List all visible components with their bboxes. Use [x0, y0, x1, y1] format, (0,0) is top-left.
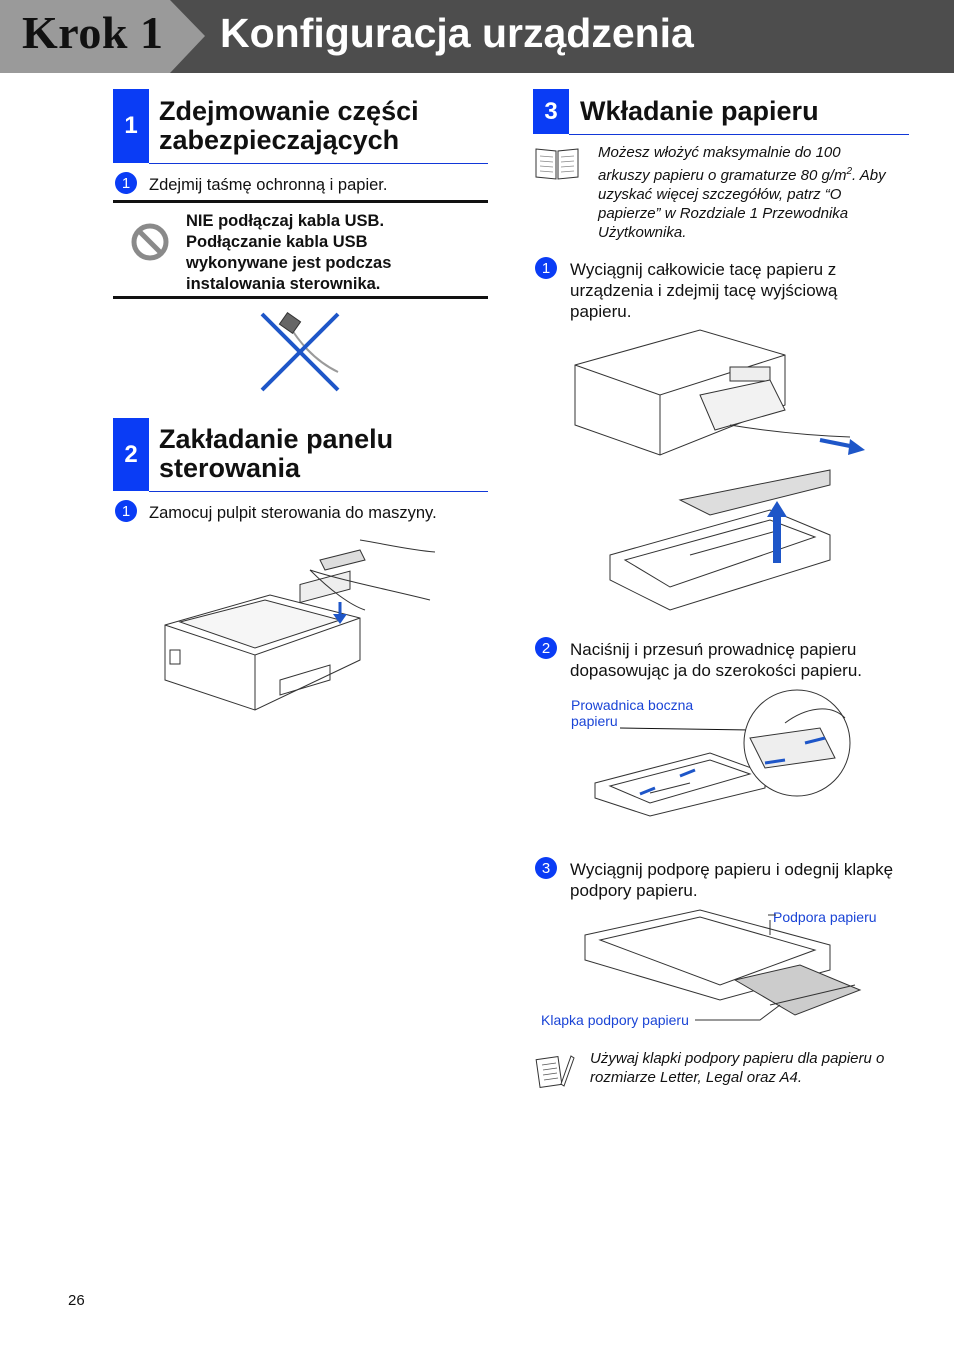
usb-cable-crossed-icon — [260, 311, 340, 392]
note-line-3: papierze” w Rozdziale 1 Przewodnika — [598, 205, 849, 222]
section-2-title-line1: Zakładanie panelu — [159, 424, 394, 454]
step-tab — [0, 0, 205, 73]
section-2-number: 2 — [113, 418, 149, 491]
warning-line-2: Podłączanie kabla USB — [186, 233, 368, 251]
prohibited-icon — [131, 223, 169, 261]
section-1-rule — [149, 163, 488, 164]
capacity-note: Możesz włożyć maksymalnie do 100 arkuszy… — [598, 143, 908, 242]
section-2-title-line2: sterowania — [159, 453, 301, 483]
note-line-4: Użytkownika. — [598, 224, 687, 241]
callout-support-flap: Klapka podpory papieru — [541, 1012, 689, 1028]
section-2-title: Zakładanie panelu sterowania — [159, 425, 393, 483]
page-number: 26 — [68, 1292, 85, 1309]
section-3-step-1-bullet: 1 — [535, 257, 557, 279]
note-line-2: arkuszy papieru o gramaturze 80 g/m2. Ab… — [598, 166, 886, 203]
section-2-step-1-bullet: 1 — [115, 500, 137, 522]
section-1-step-1-text: Zdejmij taśmę ochronną i papier. — [149, 176, 388, 194]
warning-line-3: wykonywane jest podczas — [186, 254, 392, 272]
section-3-step-1-text: Wyciągnij całkowicie tacę papieru z urzą… — [570, 260, 838, 321]
book-icon — [535, 148, 579, 180]
side-guide-illustration — [594, 689, 851, 817]
step-label: Krok 1 — [22, 7, 164, 58]
section-3-rule — [569, 134, 909, 135]
letter-legal-tip: Używaj klapki podpory papieru dla papier… — [590, 1050, 885, 1086]
section-2-rule — [149, 491, 488, 492]
note-line-1: Możesz włożyć maksymalnie do 100 — [598, 144, 841, 161]
warning-bottom-rule — [113, 296, 488, 299]
paper-support-illustration — [584, 909, 862, 1021]
printer-control-panel-illustration — [164, 539, 436, 711]
section-2-step-1-text: Zamocuj pulpit sterowania do maszyny. — [149, 504, 437, 522]
usb-warning: NIE podłączaj kabla USB. Podłączanie kab… — [186, 211, 391, 295]
section-3-step-3-text: Wyciągnij podporę papieru i odegnij klap… — [570, 860, 894, 900]
section-3-title: Wkładanie papieru — [580, 96, 819, 126]
warning-line-1: NIE podłączaj kabla USB. — [186, 212, 385, 230]
callout-side-guide: Prowadnica boczna papieru — [571, 697, 694, 729]
section-1-title-line2: zabezpieczających — [159, 125, 400, 155]
section-3-step-2-text: Naciśnij i przesuń prowadnicę papieru do… — [570, 640, 863, 680]
page-title: Konfiguracja urządzenia — [220, 10, 694, 56]
paper-tray-removal-illustration — [574, 329, 865, 611]
section-1-number: 1 — [113, 89, 149, 163]
section-3-step-3-bullet: 3 — [535, 857, 557, 879]
warning-line-4: instalowania sterownika. — [186, 275, 381, 293]
section-1-title: Zdejmowanie części zabezpieczających — [159, 97, 419, 155]
section-3-number: 3 — [533, 89, 569, 134]
warning-top-rule — [113, 200, 488, 203]
section-1-title-line1: Zdejmowanie części — [159, 96, 419, 126]
section-3-step-2-bullet: 2 — [535, 637, 557, 659]
notepad-pencil-icon — [535, 1055, 575, 1088]
section-1-step-1-bullet: 1 — [115, 172, 137, 194]
callout-paper-support: Podpora papieru — [773, 909, 877, 925]
